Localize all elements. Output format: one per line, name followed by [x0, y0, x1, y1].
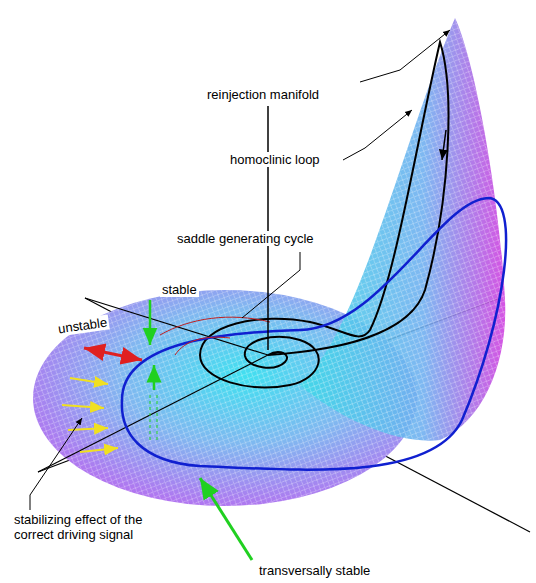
- homoclinic-loop-curve: [200, 42, 448, 387]
- unstable-manifold: [160, 317, 270, 335]
- stable-guide: [157, 395, 158, 440]
- annotation-label: saddle generating cycle: [175, 231, 316, 246]
- leader-line: [30, 418, 82, 510]
- driving-arrow: [80, 448, 118, 452]
- reinjection-fin: [300, 18, 505, 441]
- annotation-label: stable: [160, 282, 199, 297]
- leader-line: [343, 110, 412, 160]
- fin-mesh: [300, 18, 505, 441]
- annotation-label: transversally stable: [257, 563, 372, 578]
- transversal-arrow: [200, 478, 252, 560]
- saddle-cycle: [122, 198, 506, 470]
- stable-guide: [150, 395, 151, 440]
- annotation-label: homoclinic loop: [228, 152, 322, 167]
- annotation-label: stabilizing effect of the correct drivin…: [12, 512, 184, 542]
- flow-arrow: [442, 130, 446, 160]
- leader-line: [242, 252, 300, 318]
- annotation-label: reinjection manifold: [205, 87, 321, 102]
- stable-arrow: [149, 300, 152, 345]
- unstable-arrow: [84, 348, 142, 360]
- unstable-manifold: [175, 337, 230, 355]
- driving-arrow: [62, 405, 104, 408]
- leader-line: [360, 30, 450, 82]
- stable-arrow: [153, 365, 156, 390]
- driving-arrow: [70, 378, 108, 384]
- leader-line: [267, 106, 269, 350]
